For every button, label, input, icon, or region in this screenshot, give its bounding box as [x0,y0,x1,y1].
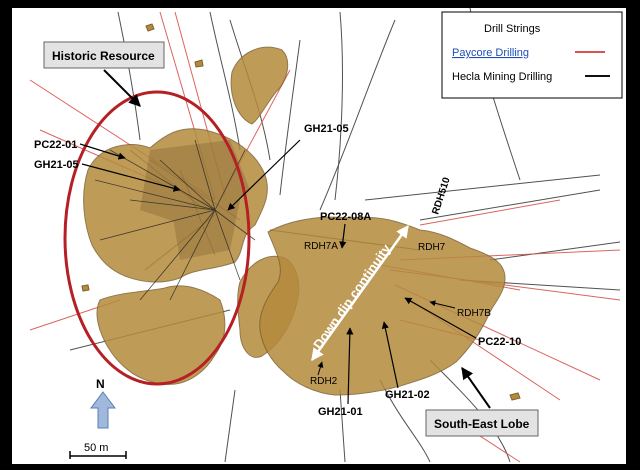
north-arrow-icon [90,391,116,429]
hole-label-pc22-08a: PC22-08A [320,211,371,223]
historic-resource-box [43,41,165,69]
leader-rdh2 [317,361,324,376]
orebody-historic-lower [96,285,226,385]
hole-label-rdh7: RDH7 [418,242,446,253]
orebody-fragment-2 [194,59,204,68]
hole-label-rdh2: RDH2 [310,376,338,387]
hole-label-gh21-05-left: GH21-05 [34,159,79,171]
southeast-lobe-box [425,409,539,437]
north-arrow: N [90,377,116,429]
hole-label-gh21-01: GH21-01 [318,406,363,418]
southeast-lobe-arrow [461,367,491,409]
historic-resource-ellipse [63,90,251,386]
leader-pc22-10 [404,297,477,339]
leader-rdh7b [429,300,456,309]
legend-title: Drill Strings [484,23,541,35]
southeast-lobe-label: South-East Lobe [434,417,530,431]
down-dip-arrow [310,224,410,362]
hole-label-gh21-05-top: GH21-05 [304,123,349,135]
legend-item-hecla: Hecla Mining Drilling [452,71,552,83]
leader-gh21-05-left [81,163,181,192]
orebody-north-lobe [230,46,289,125]
hole-label-pc22-01: PC22-01 [34,139,77,151]
scale-label: 50 m [84,442,108,454]
leader-pc22-01 [79,143,126,160]
scale-bar: 50 m [69,442,127,459]
hole-label-gh21-02: GH21-02 [385,389,430,401]
hole-label-pc22-10: PC22-10 [478,336,521,348]
drill-fan [94,139,256,301]
north-label: N [96,377,105,391]
orebody-fragment-1 [145,23,155,32]
orebody-fragment-3 [81,284,90,292]
leader-gh21-05-top [227,139,301,211]
historic-resource-arrow [103,69,141,107]
legend: Drill Strings Paycore Drilling Hecla Min… [441,11,623,99]
historic-resource-label: Historic Resource [52,49,155,63]
legend-box [441,11,623,99]
hole-label-rdh7a: RDH7A [304,241,338,252]
hole-label-rdh7b: RDH7B [457,308,491,319]
legend-item-paycore: Paycore Drilling [452,47,529,59]
orebody-fragment-4 [509,392,521,401]
